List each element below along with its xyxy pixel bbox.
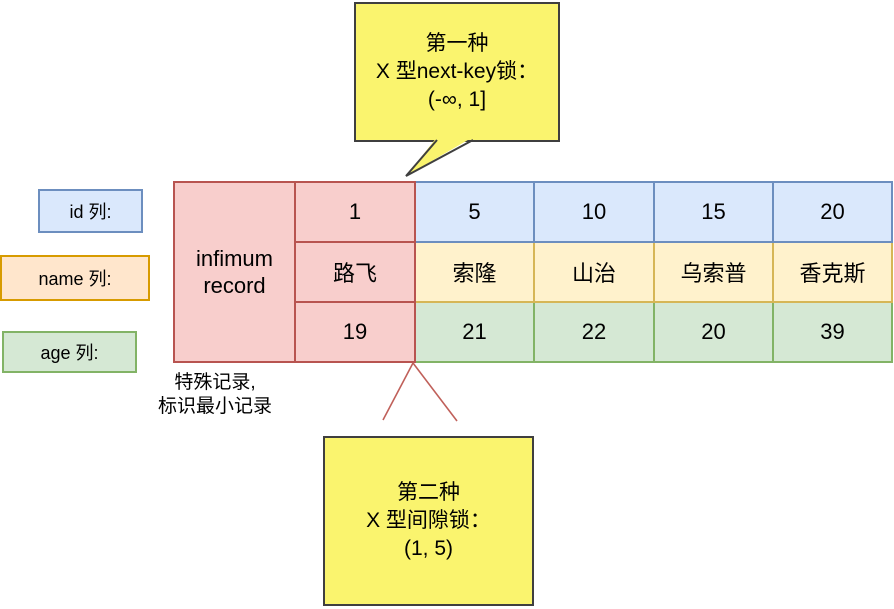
id-cell: 15 [653,181,774,243]
name-cell: 山治 [533,241,655,303]
callout-line: X 型间隙锁： [366,509,491,532]
id-cell: 5 [414,181,535,243]
age-column-label-text: age 列: [40,343,99,363]
infimum-note-line: 特殊记录, [174,372,256,393]
id-column-label: id 列: [38,189,143,233]
id-cell: 20 [772,181,893,243]
age-cell: 22 [533,301,655,363]
callout-line: (-∞, 1] [427,88,487,111]
callout-tail-outline [405,139,474,177]
callout-line: X 型next-key锁： [375,60,539,83]
infimum-record-cell: infimum record [173,181,296,363]
name-column-label-text: name 列: [38,269,112,289]
next-key-lock-callout: 第一种 X 型next-key锁： (-∞, 1] [354,2,560,142]
age-column-label: age 列: [2,331,137,373]
name-cell: 路飞 [294,241,416,303]
id-cell: 1 [294,181,416,243]
callout-tail-icon [406,137,473,176]
age-cell: 20 [653,301,774,363]
name-cell: 香克斯 [772,241,893,303]
name-cell: 索隆 [414,241,535,303]
callout-line: (1, 5) [403,537,453,560]
id-row: infimum record 1 5 10 15 20 [173,181,893,363]
age-cell: 19 [294,301,416,363]
name-column-label: name 列: [0,255,150,301]
gap-pointer-lines-icon [382,362,458,422]
callout-line: 第一种 [425,32,489,55]
age-cell: 39 [772,301,893,363]
id-cell: 10 [533,181,655,243]
id-column-label-text: id 列: [69,202,112,222]
infimum-note-line: 标识最小记录 [157,396,272,417]
name-cell: 乌索普 [653,241,774,303]
record-table: infimum record 1 5 10 15 20 路飞 索隆 山治 乌索普… [173,181,893,363]
age-cell: 21 [414,301,535,363]
age-row: 19 21 22 20 39 [174,301,893,363]
gap-lock-callout: 第二种 X 型间隙锁： (1, 5) [323,436,534,606]
callout-line: 第二种 [397,481,460,504]
infimum-note: 特殊记录, 标识最小记录 [150,371,280,419]
name-row: 路飞 索隆 山治 乌索普 香克斯 [174,241,893,303]
